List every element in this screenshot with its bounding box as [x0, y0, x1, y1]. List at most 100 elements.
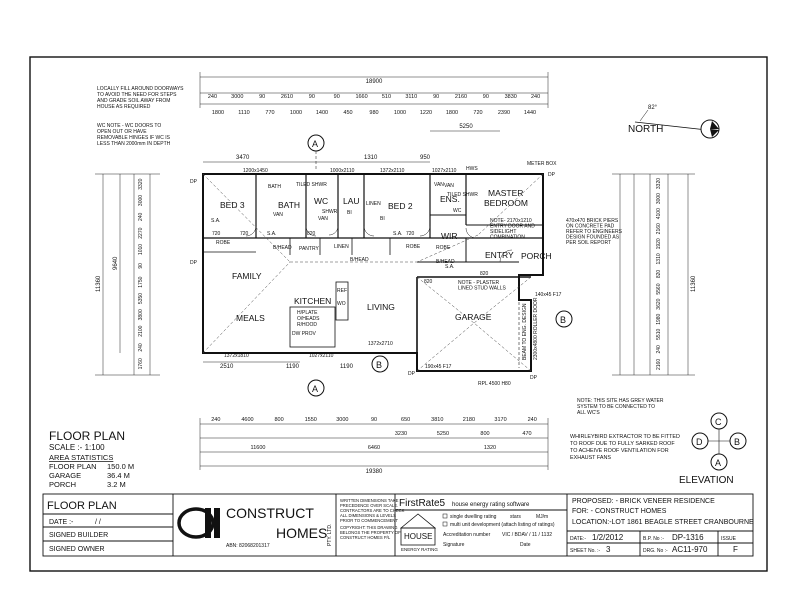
dim-label: 240	[528, 417, 537, 423]
dim-label: 720	[473, 110, 482, 116]
dim-label: 5250	[437, 431, 449, 437]
info-title: FLOOR PLAN	[49, 429, 125, 443]
svg-text:B: B	[560, 315, 566, 325]
tb-date-field-label: DATE:-	[570, 536, 586, 542]
dim-label: 240	[138, 212, 144, 221]
tb-floor-plan: FLOOR PLAN	[47, 500, 117, 512]
svg-text:ROBE: ROBE	[436, 245, 451, 251]
svg-text:TILED SHWR: TILED SHWR	[447, 192, 478, 198]
section-marker-b-left: B	[371, 355, 389, 373]
stat-value-garage: 36.4 M	[107, 471, 130, 480]
svg-text:WC: WC	[453, 208, 462, 214]
tb-location: LOCATION:-LOT 1861 BEAGLE STREET CRANBOU…	[572, 519, 754, 526]
svg-text:METER BOX: METER BOX	[527, 161, 557, 167]
dim-label: 800	[480, 431, 489, 437]
dim-2510: 2510	[220, 364, 234, 370]
dim-label: 1010	[138, 244, 144, 255]
stat-value-floor: 150.0 M	[107, 462, 134, 471]
svg-text:VAN: VAN	[318, 216, 328, 222]
title-block-frame	[42, 493, 754, 557]
dim-label: 90	[483, 94, 489, 100]
stat-label-porch: PORCH	[49, 480, 76, 489]
info-scale: SCALE :- 1:100	[49, 443, 105, 452]
room-wir: WIR	[441, 231, 458, 241]
dim-window-6: 1027x2110	[309, 353, 334, 359]
dim-label: 1980	[656, 313, 662, 324]
tb-proposed: PROPOSED: - BRICK VENEER RESIDENCE	[572, 498, 715, 505]
svg-text:A: A	[715, 458, 721, 468]
dim-950: 950	[420, 155, 431, 161]
signature-label: Signature	[443, 542, 465, 548]
dim-overall-bottom: 19380	[366, 469, 383, 475]
room-bath: BATH	[278, 200, 300, 210]
dim-label: 240	[138, 343, 144, 352]
svg-text:S.A.: S.A.	[393, 231, 402, 237]
dim-label: 6460	[368, 445, 380, 451]
dim-label: 2390	[498, 110, 510, 116]
note-roller-door: 2300x4800 ROLLER DOOR	[533, 297, 539, 360]
svg-text:REF: REF	[337, 288, 347, 294]
svg-text:LINEN: LINEN	[334, 244, 349, 250]
svg-text:O/HEADS: O/HEADS	[297, 316, 320, 322]
tb-issue: F	[733, 545, 738, 554]
tb-date-label: DATE :-	[49, 519, 74, 526]
svg-text:LINEN: LINEN	[366, 201, 381, 207]
svg-text:A: A	[312, 139, 318, 149]
bottom-dimensions	[199, 418, 549, 470]
date-label-fr: Date	[520, 542, 531, 548]
room-entry: ENTRY	[485, 250, 514, 260]
dim-label: 1800	[212, 110, 224, 116]
multi-unit-label: multi unit development (attach listing o…	[450, 522, 555, 528]
right-dimensions	[612, 173, 695, 376]
svg-text:HOUSE: HOUSE	[404, 532, 432, 541]
room-bed2: BED 2	[388, 201, 413, 211]
dim-label: 3000	[231, 94, 243, 100]
svg-text:B/HEAD: B/HEAD	[350, 257, 369, 263]
svg-text:SHWR: SHWR	[322, 209, 338, 215]
dim-label: 1310	[656, 253, 662, 264]
svg-text:VAN: VAN	[434, 182, 444, 188]
dim-label: 3620	[656, 298, 662, 309]
svg-text:DW PROV: DW PROV	[292, 331, 317, 337]
dim-label: 1920	[656, 238, 662, 249]
tb-drg-label: DRG. No :-	[643, 548, 668, 554]
svg-text:C: C	[715, 417, 722, 427]
note-rpl: RPL 4500 H80	[478, 381, 511, 387]
company-pty: PTY. LTD.	[327, 524, 333, 546]
dim-label: 2100	[138, 325, 144, 336]
company-name-2: HOMES	[276, 525, 327, 541]
dim-820b: 820	[480, 271, 489, 277]
dim-label: 2160	[656, 359, 662, 370]
single-dwelling-checkbox[interactable]	[442, 513, 448, 519]
room-kitchen: KITCHEN	[294, 296, 331, 306]
dim-label: 4100	[656, 208, 662, 219]
svg-text:ROBE: ROBE	[216, 240, 231, 246]
dim-label: 1750	[138, 276, 144, 287]
dim-label: 770	[265, 110, 274, 116]
dim-label: 2160	[656, 223, 662, 234]
dim-label: 820	[656, 270, 662, 279]
dim-label: 1400	[316, 110, 328, 116]
dim-label: 2180	[463, 417, 475, 423]
multi-unit-checkbox[interactable]	[442, 521, 448, 527]
dim-820c: 820	[424, 279, 433, 285]
tb-signed-builder: SIGNED BUILDER	[49, 532, 108, 539]
section-marker-a-bottom: A	[307, 379, 325, 397]
svg-text:A: A	[312, 384, 318, 394]
dim-label: 1550	[305, 417, 317, 423]
dim-label: 5510	[656, 329, 662, 340]
tb-sheet: 3	[606, 545, 611, 554]
note-beam: BEAM TO ENG. DESIGN	[522, 303, 528, 360]
dim-label: 90	[259, 94, 265, 100]
svg-text:HWS: HWS	[466, 166, 478, 172]
tb-signed-owner: SIGNED OWNER	[49, 546, 105, 553]
room-master-2: BEDROOM	[484, 198, 528, 208]
